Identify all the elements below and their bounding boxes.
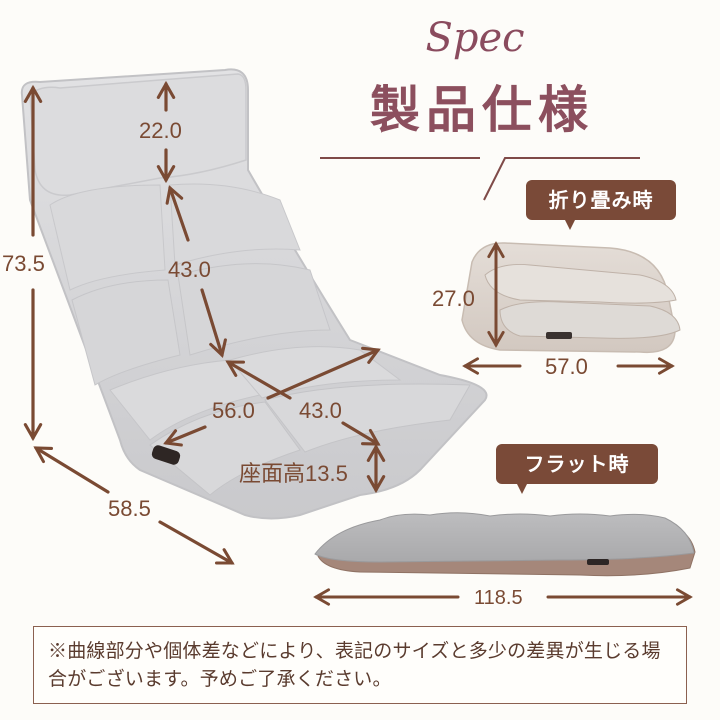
seat-depth-label: 43.0 [299,398,342,423]
seat-height-label: 座面高13.5 [239,461,348,486]
headrest-height-label: 22.0 [139,118,182,143]
flat-chair-image [314,512,696,577]
reclining-lever-icon [546,332,572,339]
base-width-label: 58.5 [108,496,151,521]
folded-label-badge: 折り畳み時 [526,180,676,230]
title-divider [320,157,640,201]
page-title: 製品仕様 [370,80,594,139]
folded-dimension-arrows [462,241,675,375]
flat-label-badge: フラット時 [496,444,658,494]
total-height-label: 73.5 [2,251,45,276]
backrest-length-label: 43.0 [168,257,211,282]
spec-script-title: Spec [425,15,525,61]
disclaimer-box: ※曲線部分や個体差などにより、表記のサイズと多少の差異が生じる場合がございます。… [33,626,687,704]
floor-chair-image [20,68,488,520]
seat-width-label: 56.0 [212,398,255,423]
folded-height-label: 27.0 [432,286,475,311]
reclining-lever-icon [151,445,181,465]
flat-length-label: 118.5 [474,587,523,609]
reclining-lever-icon [587,559,609,565]
disclaimer-text: ※曲線部分や個体差などにより、表記のサイズと多少の差異が生じる場合がございます。… [48,640,661,690]
folded-chair-image [461,242,681,354]
main-dimension-arrows [23,80,386,565]
folded-width-label: 57.0 [545,354,588,379]
